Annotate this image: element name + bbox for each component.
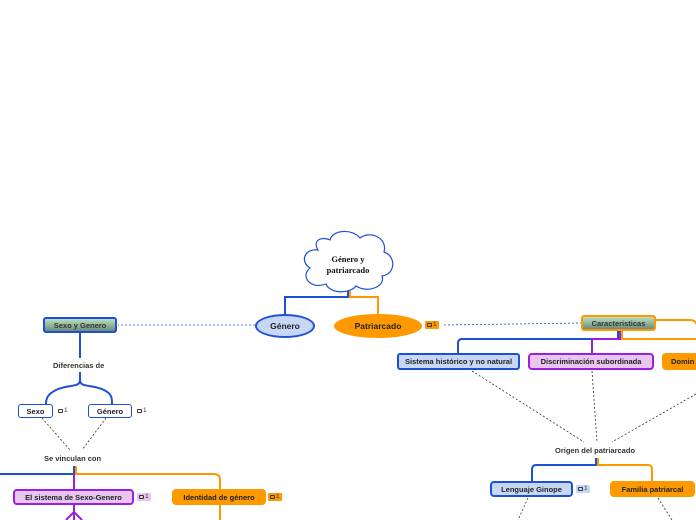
connector-diferencias-brace (45, 372, 113, 405)
relation-patriarcado-caracteristicas (443, 322, 583, 326)
connector-origen-orange (597, 458, 653, 481)
node-caracteristicas[interactable]: Caracteristicas (581, 315, 656, 331)
node-sexo-genero-label: Sexo y Genero (53, 320, 107, 330)
comment-badge-patriarcado[interactable]: 1 (425, 321, 439, 329)
relation-historico-origen (471, 370, 585, 443)
connector-origen-blue (531, 458, 597, 481)
connector-caracteristicas-blue (457, 331, 619, 353)
node-sexo-label: Sexo (26, 406, 45, 416)
node-dominacion-label: Domin (671, 357, 695, 366)
relation-familia-down (657, 497, 673, 520)
label-origen-patriarcado[interactable]: Origen del patriarcado (555, 446, 636, 455)
connector-sistema-down (65, 505, 83, 520)
connector-vinculan-orange (75, 466, 221, 520)
root-title-line2: patriarcado (326, 265, 370, 275)
node-genero-sub-label: Género (96, 406, 124, 416)
node-sistema-historico-label: Sistema histórico y no natural (404, 357, 513, 366)
comment-icon (139, 495, 144, 499)
comment-icon (137, 409, 142, 413)
node-familia-label: Familia patriarcal (621, 484, 684, 494)
node-caracteristicas-label: Caracteristicas (591, 318, 646, 328)
comment-icon (427, 323, 432, 327)
comment-badge-sistema[interactable]: 1 (137, 493, 151, 501)
label-se-vinculan[interactable]: Se vinculan con (44, 454, 102, 463)
relation-dominacion-origen (611, 393, 696, 443)
node-sexo[interactable]: Sexo (18, 404, 53, 418)
comment-icon (270, 495, 275, 499)
connector-root-genero (284, 291, 349, 314)
topic-genero[interactable]: Género (255, 314, 315, 338)
topic-genero-label: Género (270, 321, 300, 331)
node-familia-patriarcal[interactable]: Familia patriarcal (610, 481, 695, 497)
comment-count: 1 (584, 485, 588, 492)
connector-caracteristicas-orange-top (656, 319, 696, 325)
relation-genero-vinculan (81, 417, 107, 451)
comment-count: 1 (143, 407, 147, 414)
label-diferencias[interactable]: Diferencias de (53, 361, 105, 370)
root-cloud-shape (303, 230, 394, 293)
node-lenguaje-label: Lenguaje Ginope (501, 484, 562, 494)
comment-count: 1 (433, 321, 437, 328)
connector-vinculan-blue (0, 466, 75, 475)
comment-count: 1 (145, 493, 149, 500)
comment-icon (58, 409, 63, 413)
comment-icon (578, 487, 583, 491)
connector-root-patriarcado (349, 291, 379, 314)
relation-sexo-vinculan (41, 417, 71, 451)
connector-caracteristicas-orange (621, 331, 696, 340)
node-genero-sub[interactable]: Género (88, 404, 132, 418)
relation-lenguaje-down (517, 497, 529, 520)
root-title-line1: Género y (331, 254, 365, 264)
node-sistema-label: El sistema de Sexo-Genero (25, 492, 122, 502)
node-sexo-genero[interactable]: Sexo y Genero (43, 317, 117, 333)
comment-badge-identidad[interactable]: 1 (268, 493, 282, 501)
comment-badge-genero[interactable]: 1 (135, 407, 149, 415)
node-discriminacion-label: Discriminación subordinada (540, 357, 642, 366)
node-sistema-historico[interactable]: Sistema histórico y no natural (397, 353, 520, 370)
node-sistema-sexo-genero[interactable]: El sistema de Sexo-Genero (13, 489, 134, 505)
node-discriminacion[interactable]: Discriminación subordinada (528, 353, 654, 370)
topic-patriarcado-label: Patriarcado (354, 321, 402, 331)
relation-discriminacion-origen (591, 370, 598, 443)
comment-badge-sexo[interactable]: 1 (56, 407, 70, 415)
comment-count: 1 (276, 493, 280, 500)
topic-patriarcado[interactable]: Patriarcado (334, 314, 422, 338)
node-dominacion[interactable]: Domin (662, 353, 696, 370)
root-title[interactable]: Género y patriarcado (320, 254, 376, 276)
node-lenguaje-ginope[interactable]: Lenguaje Ginope (490, 481, 573, 497)
comment-badge-lenguaje[interactable]: 1 (576, 485, 590, 493)
node-identidad-genero[interactable]: Identidad de género (172, 489, 266, 505)
node-identidad-label: Identidad de género (183, 492, 255, 502)
comment-count: 1 (64, 407, 68, 414)
connector-caracteristicas-purple (591, 331, 621, 353)
